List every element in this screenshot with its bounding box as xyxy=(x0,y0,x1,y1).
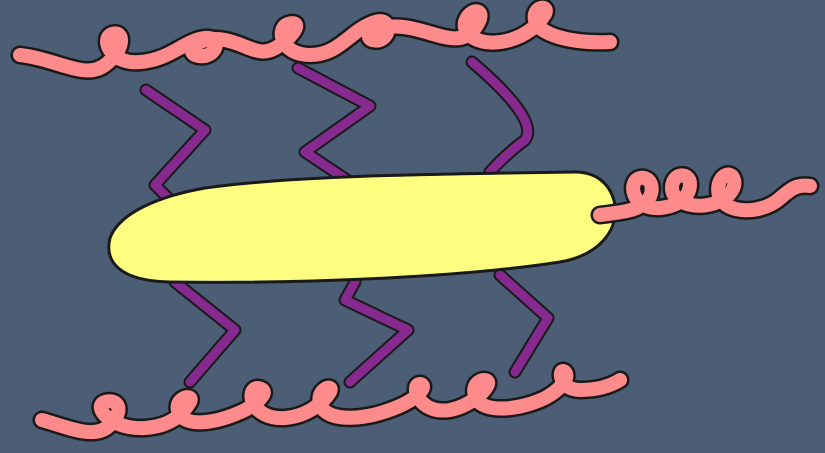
coil-linker-diagram xyxy=(0,0,825,453)
diagram-canvas xyxy=(0,0,825,453)
